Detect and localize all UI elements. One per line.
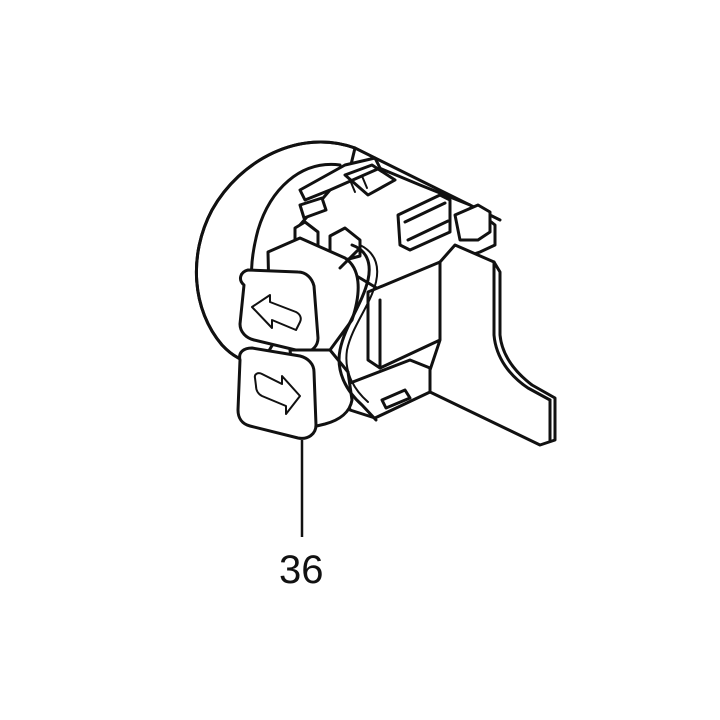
upper-push-button — [238, 236, 360, 354]
switch-core — [366, 260, 442, 370]
arrow-right-icon — [253, 372, 301, 415]
lever-arm — [428, 243, 557, 447]
arrow-left-icon — [251, 294, 302, 331]
callout-number: 36 — [279, 548, 324, 592]
base-rail — [343, 358, 432, 420]
spring-clip — [337, 243, 379, 422]
lower-push-button — [236, 346, 354, 440]
